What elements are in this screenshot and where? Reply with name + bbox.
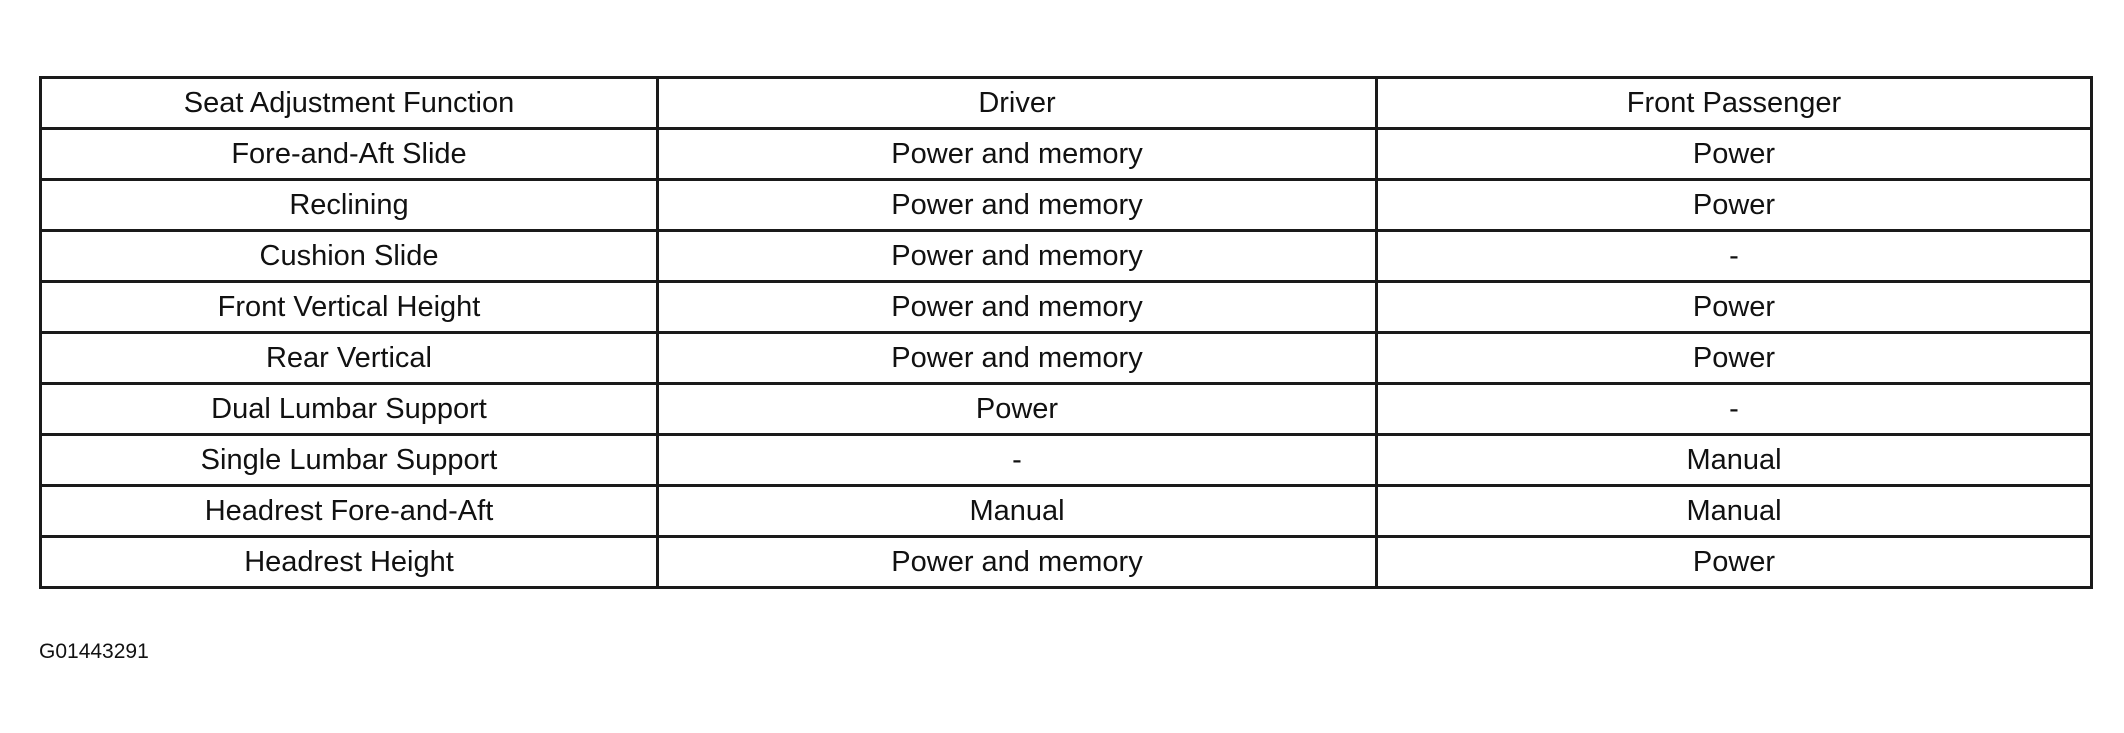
function-cell: Cushion Slide bbox=[39, 229, 659, 283]
table-row: Headrest Height Power and memory Power bbox=[39, 535, 2093, 589]
front-passenger-cell: - bbox=[1375, 382, 2093, 436]
driver-cell: Power bbox=[656, 382, 1378, 436]
table-row: Single Lumbar Support - Manual bbox=[39, 433, 2093, 487]
seat-adjustment-table: Seat Adjustment Function Driver Front Pa… bbox=[39, 76, 2093, 589]
driver-cell: Power and memory bbox=[656, 331, 1378, 385]
front-passenger-cell: - bbox=[1375, 229, 2093, 283]
driver-cell: Power and memory bbox=[656, 280, 1378, 334]
function-cell: Single Lumbar Support bbox=[39, 433, 659, 487]
driver-cell: Manual bbox=[656, 484, 1378, 538]
driver-cell: - bbox=[656, 433, 1378, 487]
front-passenger-cell: Power bbox=[1375, 331, 2093, 385]
driver-cell: Power and memory bbox=[656, 535, 1378, 589]
front-passenger-cell: Power bbox=[1375, 280, 2093, 334]
seat-adjustment-table-container: Seat Adjustment Function Driver Front Pa… bbox=[39, 76, 2093, 589]
table-row: Front Vertical Height Power and memory P… bbox=[39, 280, 2093, 334]
driver-cell: Power and memory bbox=[656, 127, 1378, 181]
front-passenger-cell: Power bbox=[1375, 535, 2093, 589]
driver-cell: Power and memory bbox=[656, 229, 1378, 283]
column-header-driver: Driver bbox=[656, 76, 1378, 130]
function-cell: Headrest Height bbox=[39, 535, 659, 589]
column-header-function: Seat Adjustment Function bbox=[39, 76, 659, 130]
table-row: Reclining Power and memory Power bbox=[39, 178, 2093, 232]
front-passenger-cell: Manual bbox=[1375, 433, 2093, 487]
front-passenger-cell: Manual bbox=[1375, 484, 2093, 538]
figure-id-label: G01443291 bbox=[39, 640, 149, 663]
function-cell: Reclining bbox=[39, 178, 659, 232]
table-header-row: Seat Adjustment Function Driver Front Pa… bbox=[39, 76, 2093, 130]
table-row: Headrest Fore-and-Aft Manual Manual bbox=[39, 484, 2093, 538]
table-row: Rear Vertical Power and memory Power bbox=[39, 331, 2093, 385]
function-cell: Dual Lumbar Support bbox=[39, 382, 659, 436]
function-cell: Front Vertical Height bbox=[39, 280, 659, 334]
table-row: Fore-and-Aft Slide Power and memory Powe… bbox=[39, 127, 2093, 181]
table-row: Cushion Slide Power and memory - bbox=[39, 229, 2093, 283]
function-cell: Fore-and-Aft Slide bbox=[39, 127, 659, 181]
column-header-front-passenger: Front Passenger bbox=[1375, 76, 2093, 130]
front-passenger-cell: Power bbox=[1375, 127, 2093, 181]
function-cell: Rear Vertical bbox=[39, 331, 659, 385]
driver-cell: Power and memory bbox=[656, 178, 1378, 232]
front-passenger-cell: Power bbox=[1375, 178, 2093, 232]
table-row: Dual Lumbar Support Power - bbox=[39, 382, 2093, 436]
function-cell: Headrest Fore-and-Aft bbox=[39, 484, 659, 538]
